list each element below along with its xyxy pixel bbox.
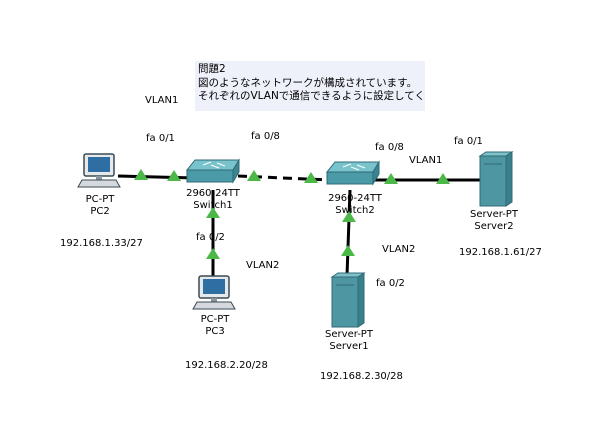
- link-pc2-switch1[interactable]: [117, 174, 197, 180]
- port-status-switch2-fa08: [304, 172, 318, 183]
- ip-address-label: 192.168.1.33/27: [60, 238, 143, 249]
- device-type-label: PC-PT: [200, 314, 230, 325]
- port-status-switch1-fa01: [167, 170, 181, 181]
- server-icon[interactable]: [478, 151, 514, 207]
- port-label: fa 0/2: [376, 278, 405, 289]
- device-type-label: PC-PT: [85, 194, 115, 205]
- vlan-label: VLAN2: [246, 260, 280, 271]
- device-type-label: Server-PT: [470, 209, 518, 220]
- ip-address-label: 192.168.1.61/27: [459, 247, 542, 258]
- port-label: fa 0/2: [196, 232, 225, 243]
- device-name-label: PC2: [90, 206, 110, 217]
- pc-icon[interactable]: [192, 275, 236, 310]
- device-type-label: Server-PT: [325, 329, 373, 340]
- switch-icon[interactable]: [185, 158, 240, 184]
- port-label: fa 0/8: [375, 142, 404, 153]
- device-name-label: Server1: [329, 341, 369, 352]
- ip-address-label: 192.168.2.30/28: [320, 371, 403, 382]
- port-status-server2: [436, 173, 450, 184]
- port-status-server1: [341, 245, 355, 256]
- device-name-label: PC3: [205, 326, 225, 337]
- device-name-label: Switch1: [193, 200, 233, 211]
- device-type-label: 2960-24TT: [328, 193, 382, 204]
- port-status-switch1-fa02: [206, 207, 220, 218]
- port-label: fa 0/8: [251, 131, 280, 142]
- vlan-label: VLAN1: [145, 95, 179, 106]
- port-status-switch2-fa01: [384, 173, 398, 184]
- pc-icon[interactable]: [77, 153, 121, 188]
- device-name-label: Server2: [474, 221, 514, 232]
- port-status-switch2-fa02: [342, 211, 356, 222]
- link-switch2-server1[interactable]: [345, 189, 352, 277]
- ip-address-label: 192.168.2.20/28: [185, 360, 268, 371]
- note-line: それぞれのVLANで通信できるように設定してください: [198, 90, 425, 102]
- port-status-pc3: [206, 248, 220, 259]
- server-icon[interactable]: [330, 272, 366, 328]
- port-status-switch1-fa08: [247, 170, 261, 181]
- switch-icon[interactable]: [325, 160, 380, 186]
- vlan-label: VLAN2: [382, 244, 416, 255]
- vlan-label: VLAN1: [409, 155, 443, 166]
- note-line: 問題2: [198, 63, 226, 75]
- device-type-label: 2960-24TT: [186, 188, 240, 199]
- port-label: fa 0/1: [454, 136, 483, 147]
- port-status-pc2: [134, 169, 148, 180]
- problem-note: 問題2 図のようなネットワークが構成されています。 それぞれのVLANで通信でき…: [195, 61, 425, 111]
- device-name-label: Switch2: [335, 205, 375, 216]
- note-line: 図のようなネットワークが構成されています。: [198, 76, 418, 89]
- port-label: fa 0/1: [146, 133, 175, 144]
